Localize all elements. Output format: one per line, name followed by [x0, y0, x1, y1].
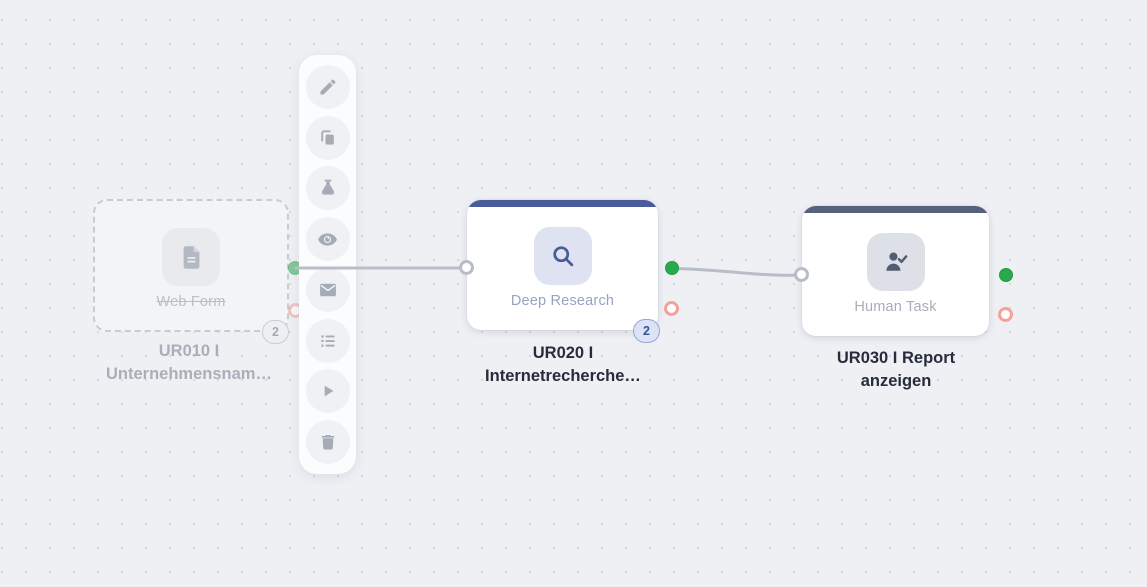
node-accent-bar [802, 206, 989, 213]
human-task-input-port[interactable] [794, 267, 809, 282]
human-task-error-port[interactable] [998, 307, 1013, 322]
trash-icon [318, 432, 338, 452]
title-line-2: Internetrecherche… [485, 367, 641, 385]
web-form-icon-container [162, 228, 220, 286]
list-button[interactable] [305, 318, 350, 363]
eye-icon [317, 229, 338, 250]
pencil-icon [318, 77, 338, 97]
search-icon [552, 246, 573, 267]
title-line-1: UR030 I Report [836, 349, 956, 367]
test-button[interactable] [305, 166, 350, 211]
human-task-icon-container [866, 233, 925, 291]
human-task-success-port[interactable] [999, 268, 1013, 282]
envelope-icon [318, 280, 338, 300]
title-line-1: UR010 I [158, 342, 220, 360]
node-accent-bar [467, 200, 658, 207]
preview-button[interactable] [305, 217, 350, 262]
deep-research-error-port[interactable] [664, 301, 679, 316]
list-icon [318, 331, 338, 351]
node-type-label: Web Form [156, 294, 226, 310]
delete-button[interactable] [305, 419, 350, 464]
email-button[interactable] [305, 267, 350, 312]
node-title-human-task: UR030 I Report anzeigen [766, 347, 1026, 393]
node-toolbar [299, 55, 356, 474]
deep-research-success-port[interactable] [665, 261, 679, 275]
edge-deepresearch-to-humantask[interactable] [670, 267, 804, 277]
node-human-task[interactable]: Human Task [802, 206, 989, 336]
node-title-deep-research: UR020 I Internetrecherche… [433, 342, 693, 388]
node-web-form[interactable]: Web Form 2 [93, 199, 289, 344]
node-badge: 2 [262, 320, 289, 344]
deep-research-icon-container [533, 227, 592, 285]
edit-button[interactable] [305, 65, 350, 109]
node-type-label: Human Task [854, 299, 937, 315]
deep-research-input-port[interactable] [459, 260, 474, 275]
node-deep-research[interactable]: Deep Research [467, 200, 658, 330]
copy-icon [318, 128, 338, 148]
node-title-web-form: UR010 I Unternehmensnam… [59, 340, 319, 386]
document-icon [183, 245, 199, 269]
flask-icon [318, 178, 338, 198]
title-line-2: Unternehmensnam… [106, 365, 272, 383]
run-button[interactable] [305, 369, 350, 414]
title-line-2: anzeigen [860, 372, 932, 390]
title-line-1: UR020 I [532, 344, 594, 362]
node-type-label: Deep Research [510, 293, 615, 309]
person-check-icon [885, 252, 907, 271]
play-icon [318, 381, 338, 401]
duplicate-button[interactable] [305, 115, 350, 160]
node-badge: 2 [633, 319, 660, 343]
